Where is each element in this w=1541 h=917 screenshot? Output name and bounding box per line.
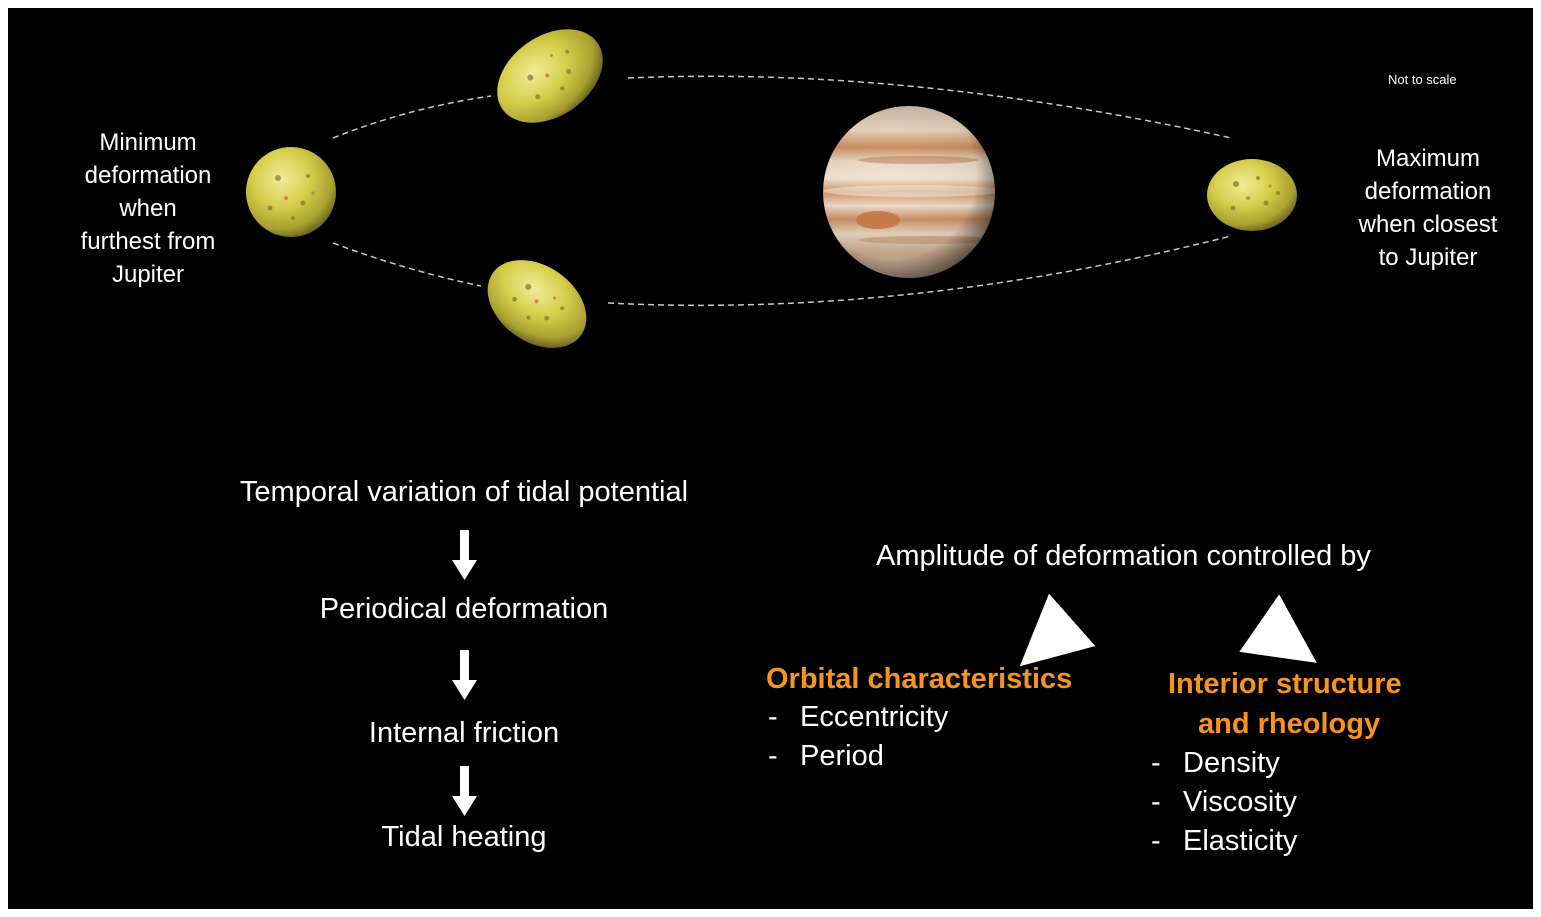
label-line: deformation (1364, 178, 1492, 205)
label-line: furthest from (80, 228, 216, 255)
label-line: deformation (84, 162, 212, 189)
label-line: when (119, 195, 177, 222)
io-moon-icon (246, 147, 336, 237)
amplitude-heading: Amplitude of deformation controlled by (876, 540, 1371, 572)
not-to-scale-note: Not to scale (1388, 72, 1457, 87)
list-dash: - (1151, 786, 1161, 818)
orbital-characteristics-list: -Eccentricity -Period (768, 698, 948, 776)
list-item: -Elasticity (1151, 822, 1297, 861)
orbital-characteristics-heading: Orbital characteristics (766, 663, 1073, 695)
jupiter-icon (823, 106, 995, 278)
maximum-deformation-label: Maximum deformation when closest to Jupi… (1338, 142, 1518, 274)
interior-structure-list: -Density -Viscosity -Elasticity (1151, 744, 1297, 861)
io-moon-icon (497, 29, 603, 123)
list-item-label: Elasticity (1183, 825, 1298, 857)
list-item-label: Viscosity (1183, 786, 1297, 818)
label-line: when closest (1358, 211, 1498, 238)
arrow-diagonal-icon (1019, 593, 1096, 667)
list-dash: - (768, 701, 778, 733)
label-line: Maximum (1375, 145, 1480, 172)
interior-structure-heading: Interior structure (1168, 668, 1402, 700)
list-item-label: Period (800, 740, 884, 772)
orbit-path (332, 75, 1232, 307)
slide: Not to scale Minimum deformation when fu… (8, 8, 1533, 909)
list-dash: - (1151, 825, 1161, 857)
arrow-down-icon (452, 766, 477, 816)
list-dash: - (1151, 747, 1161, 779)
arrow-down-icon (452, 650, 477, 700)
io-moon-icon (1207, 159, 1297, 231)
label-line: to Jupiter (1378, 244, 1478, 271)
interior-structure-heading-line2: and rheology (1198, 708, 1381, 740)
label-line: Minimum (99, 129, 197, 156)
arrow-down-icon (452, 530, 477, 580)
list-item: -Viscosity (1151, 783, 1297, 822)
chain-step-tidal-potential: Temporal variation of tidal potential (239, 476, 689, 508)
list-item: -Eccentricity (768, 698, 948, 737)
orbit-illustration (246, 29, 1317, 816)
list-item-label: Eccentricity (800, 701, 949, 733)
list-item-label: Density (1183, 747, 1280, 779)
list-dash: - (768, 740, 778, 772)
chain-step-periodical-deformation: Periodical deformation (319, 593, 609, 625)
list-item: -Period (768, 737, 948, 776)
io-moon-icon (487, 260, 587, 348)
minimum-deformation-label: Minimum deformation when furthest from J… (63, 126, 233, 291)
chain-step-tidal-heating: Tidal heating (381, 821, 547, 853)
list-item: -Density (1151, 744, 1297, 783)
label-line: Jupiter (111, 261, 185, 288)
arrow-diagonal-icon (1239, 594, 1317, 663)
chain-step-internal-friction: Internal friction (368, 717, 560, 749)
